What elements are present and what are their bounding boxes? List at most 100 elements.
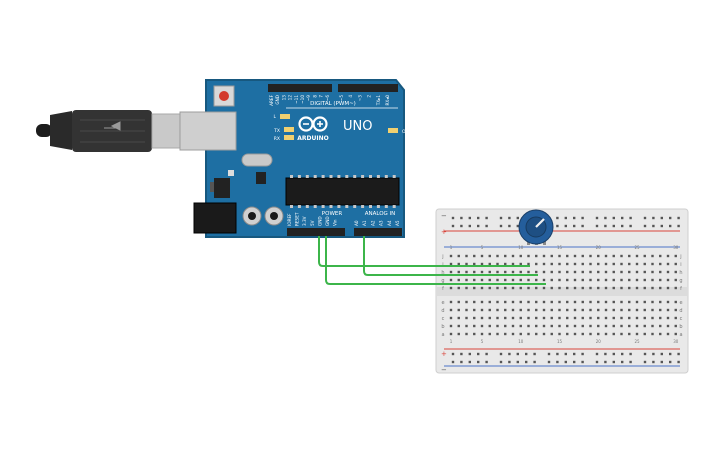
breadboard-hole[interactable] xyxy=(620,316,623,320)
breadboard-hole[interactable] xyxy=(504,270,507,274)
breadboard-hole[interactable] xyxy=(604,324,608,328)
breadboard-hole[interactable] xyxy=(488,300,491,304)
breadboard-hole[interactable] xyxy=(620,286,623,290)
breadboard-hole[interactable] xyxy=(511,300,515,304)
breadboard-hole[interactable] xyxy=(674,270,677,274)
breadboard-hole[interactable] xyxy=(621,224,624,228)
breadboard-hole[interactable] xyxy=(666,300,670,304)
breadboard-hole[interactable] xyxy=(480,316,484,320)
breadboard-hole[interactable] xyxy=(669,216,672,220)
breadboard-hole[interactable] xyxy=(581,270,584,274)
breadboard-hole[interactable] xyxy=(629,352,632,356)
breadboard-hole[interactable] xyxy=(499,224,503,228)
breadboard-hole[interactable] xyxy=(651,324,654,328)
breadboard-hole[interactable] xyxy=(581,254,584,258)
breadboard-hole[interactable] xyxy=(496,332,499,336)
breadboard-hole[interactable] xyxy=(589,324,592,328)
breadboard-hole[interactable] xyxy=(525,360,528,364)
breadboard-hole[interactable] xyxy=(589,300,592,304)
breadboard-hole[interactable] xyxy=(473,286,476,290)
breadboard-hole[interactable] xyxy=(635,254,639,258)
breadboard-hole[interactable] xyxy=(558,278,561,282)
breadboard-hole[interactable] xyxy=(581,316,584,320)
breadboard-hole[interactable] xyxy=(628,262,631,266)
breadboard-holes[interactable] xyxy=(449,216,680,364)
breadboard-hole[interactable] xyxy=(573,216,576,220)
breadboard-hole[interactable] xyxy=(589,270,592,274)
breadboard-hole[interactable] xyxy=(527,262,530,266)
breadboard-hole[interactable] xyxy=(542,262,546,266)
breadboard-hole[interactable] xyxy=(550,286,553,290)
breadboard-hole[interactable] xyxy=(612,216,615,220)
breadboard-hole[interactable] xyxy=(504,262,507,266)
breadboard-hole[interactable] xyxy=(473,262,476,266)
breadboard-hole[interactable] xyxy=(542,300,546,304)
breadboard-hole[interactable] xyxy=(449,324,453,328)
breadboard-hole[interactable] xyxy=(525,352,528,356)
breadboard-hole[interactable] xyxy=(516,216,519,220)
breadboard-hole[interactable] xyxy=(511,324,515,328)
breadboard-hole[interactable] xyxy=(457,262,460,266)
breadboard-hole[interactable] xyxy=(465,316,468,320)
breadboard-hole[interactable] xyxy=(527,308,530,312)
breadboard-hole[interactable] xyxy=(620,254,623,258)
wire-5v[interactable] xyxy=(318,236,530,267)
breadboard-hole[interactable] xyxy=(527,324,530,328)
breadboard-hole[interactable] xyxy=(566,254,569,258)
breadboard-hole[interactable] xyxy=(488,262,491,266)
breadboard-hole[interactable] xyxy=(542,286,546,290)
breadboard-hole[interactable] xyxy=(597,254,600,258)
breadboard-hole[interactable] xyxy=(449,332,453,336)
breadboard-hole[interactable] xyxy=(597,316,600,320)
breadboard-hole[interactable] xyxy=(457,308,460,312)
breadboard-hole[interactable] xyxy=(604,360,607,364)
breadboard-hole[interactable] xyxy=(597,286,600,290)
breadboard-hole[interactable] xyxy=(581,224,584,228)
breadboard-hole[interactable] xyxy=(465,262,468,266)
breadboard-hole[interactable] xyxy=(651,254,654,258)
breadboard-hole[interactable] xyxy=(468,360,471,364)
breadboard-hole[interactable] xyxy=(581,332,584,336)
breadboard-hole[interactable] xyxy=(558,324,561,328)
breadboard-hole[interactable] xyxy=(535,308,538,312)
breadboard-hole[interactable] xyxy=(589,262,592,266)
breadboard-hole[interactable] xyxy=(550,254,553,258)
breadboard-hole[interactable] xyxy=(535,332,538,336)
breadboard-hole[interactable] xyxy=(628,278,631,282)
breadboard-hole[interactable] xyxy=(542,278,546,282)
breadboard-hole[interactable] xyxy=(659,316,662,320)
breadboard-hole[interactable] xyxy=(519,308,522,312)
breadboard-hole[interactable] xyxy=(652,360,655,364)
breadboard-hole[interactable] xyxy=(643,254,646,258)
breadboard-hole[interactable] xyxy=(550,324,553,328)
breadboard-hole[interactable] xyxy=(488,316,491,320)
breadboard-hole[interactable] xyxy=(488,270,491,274)
breadboard-hole[interactable] xyxy=(612,332,615,336)
breadboard-hole[interactable] xyxy=(595,352,599,356)
breadboard-hole[interactable] xyxy=(516,224,519,228)
breadboard-hole[interactable] xyxy=(451,352,455,356)
breadboard-hole[interactable] xyxy=(480,332,484,336)
breadboard-hole[interactable] xyxy=(573,352,576,356)
breadboard-hole[interactable] xyxy=(660,360,663,364)
breadboard-hole[interactable] xyxy=(581,352,584,356)
breadboard-hole[interactable] xyxy=(558,332,561,336)
breadboard-hole[interactable] xyxy=(566,278,569,282)
breadboard-hole[interactable] xyxy=(499,352,503,356)
breadboard-hole[interactable] xyxy=(488,286,491,290)
breadboard-hole[interactable] xyxy=(550,300,553,304)
breadboard-hole[interactable] xyxy=(473,324,476,328)
breadboard-hole[interactable] xyxy=(477,360,480,364)
breadboard-hole[interactable] xyxy=(519,316,522,320)
breadboard-hole[interactable] xyxy=(564,224,567,228)
breadboard-hole[interactable] xyxy=(465,278,468,282)
breadboard-hole[interactable] xyxy=(677,352,680,356)
breadboard-hole[interactable] xyxy=(666,332,670,336)
breadboard-hole[interactable] xyxy=(564,216,567,220)
breadboard-hole[interactable] xyxy=(666,262,670,266)
breadboard-hole[interactable] xyxy=(628,300,631,304)
breadboard-hole[interactable] xyxy=(566,270,569,274)
breadboard-hole[interactable] xyxy=(496,316,499,320)
breadboard-hole[interactable] xyxy=(612,316,615,320)
breadboard-hole[interactable] xyxy=(573,360,576,364)
